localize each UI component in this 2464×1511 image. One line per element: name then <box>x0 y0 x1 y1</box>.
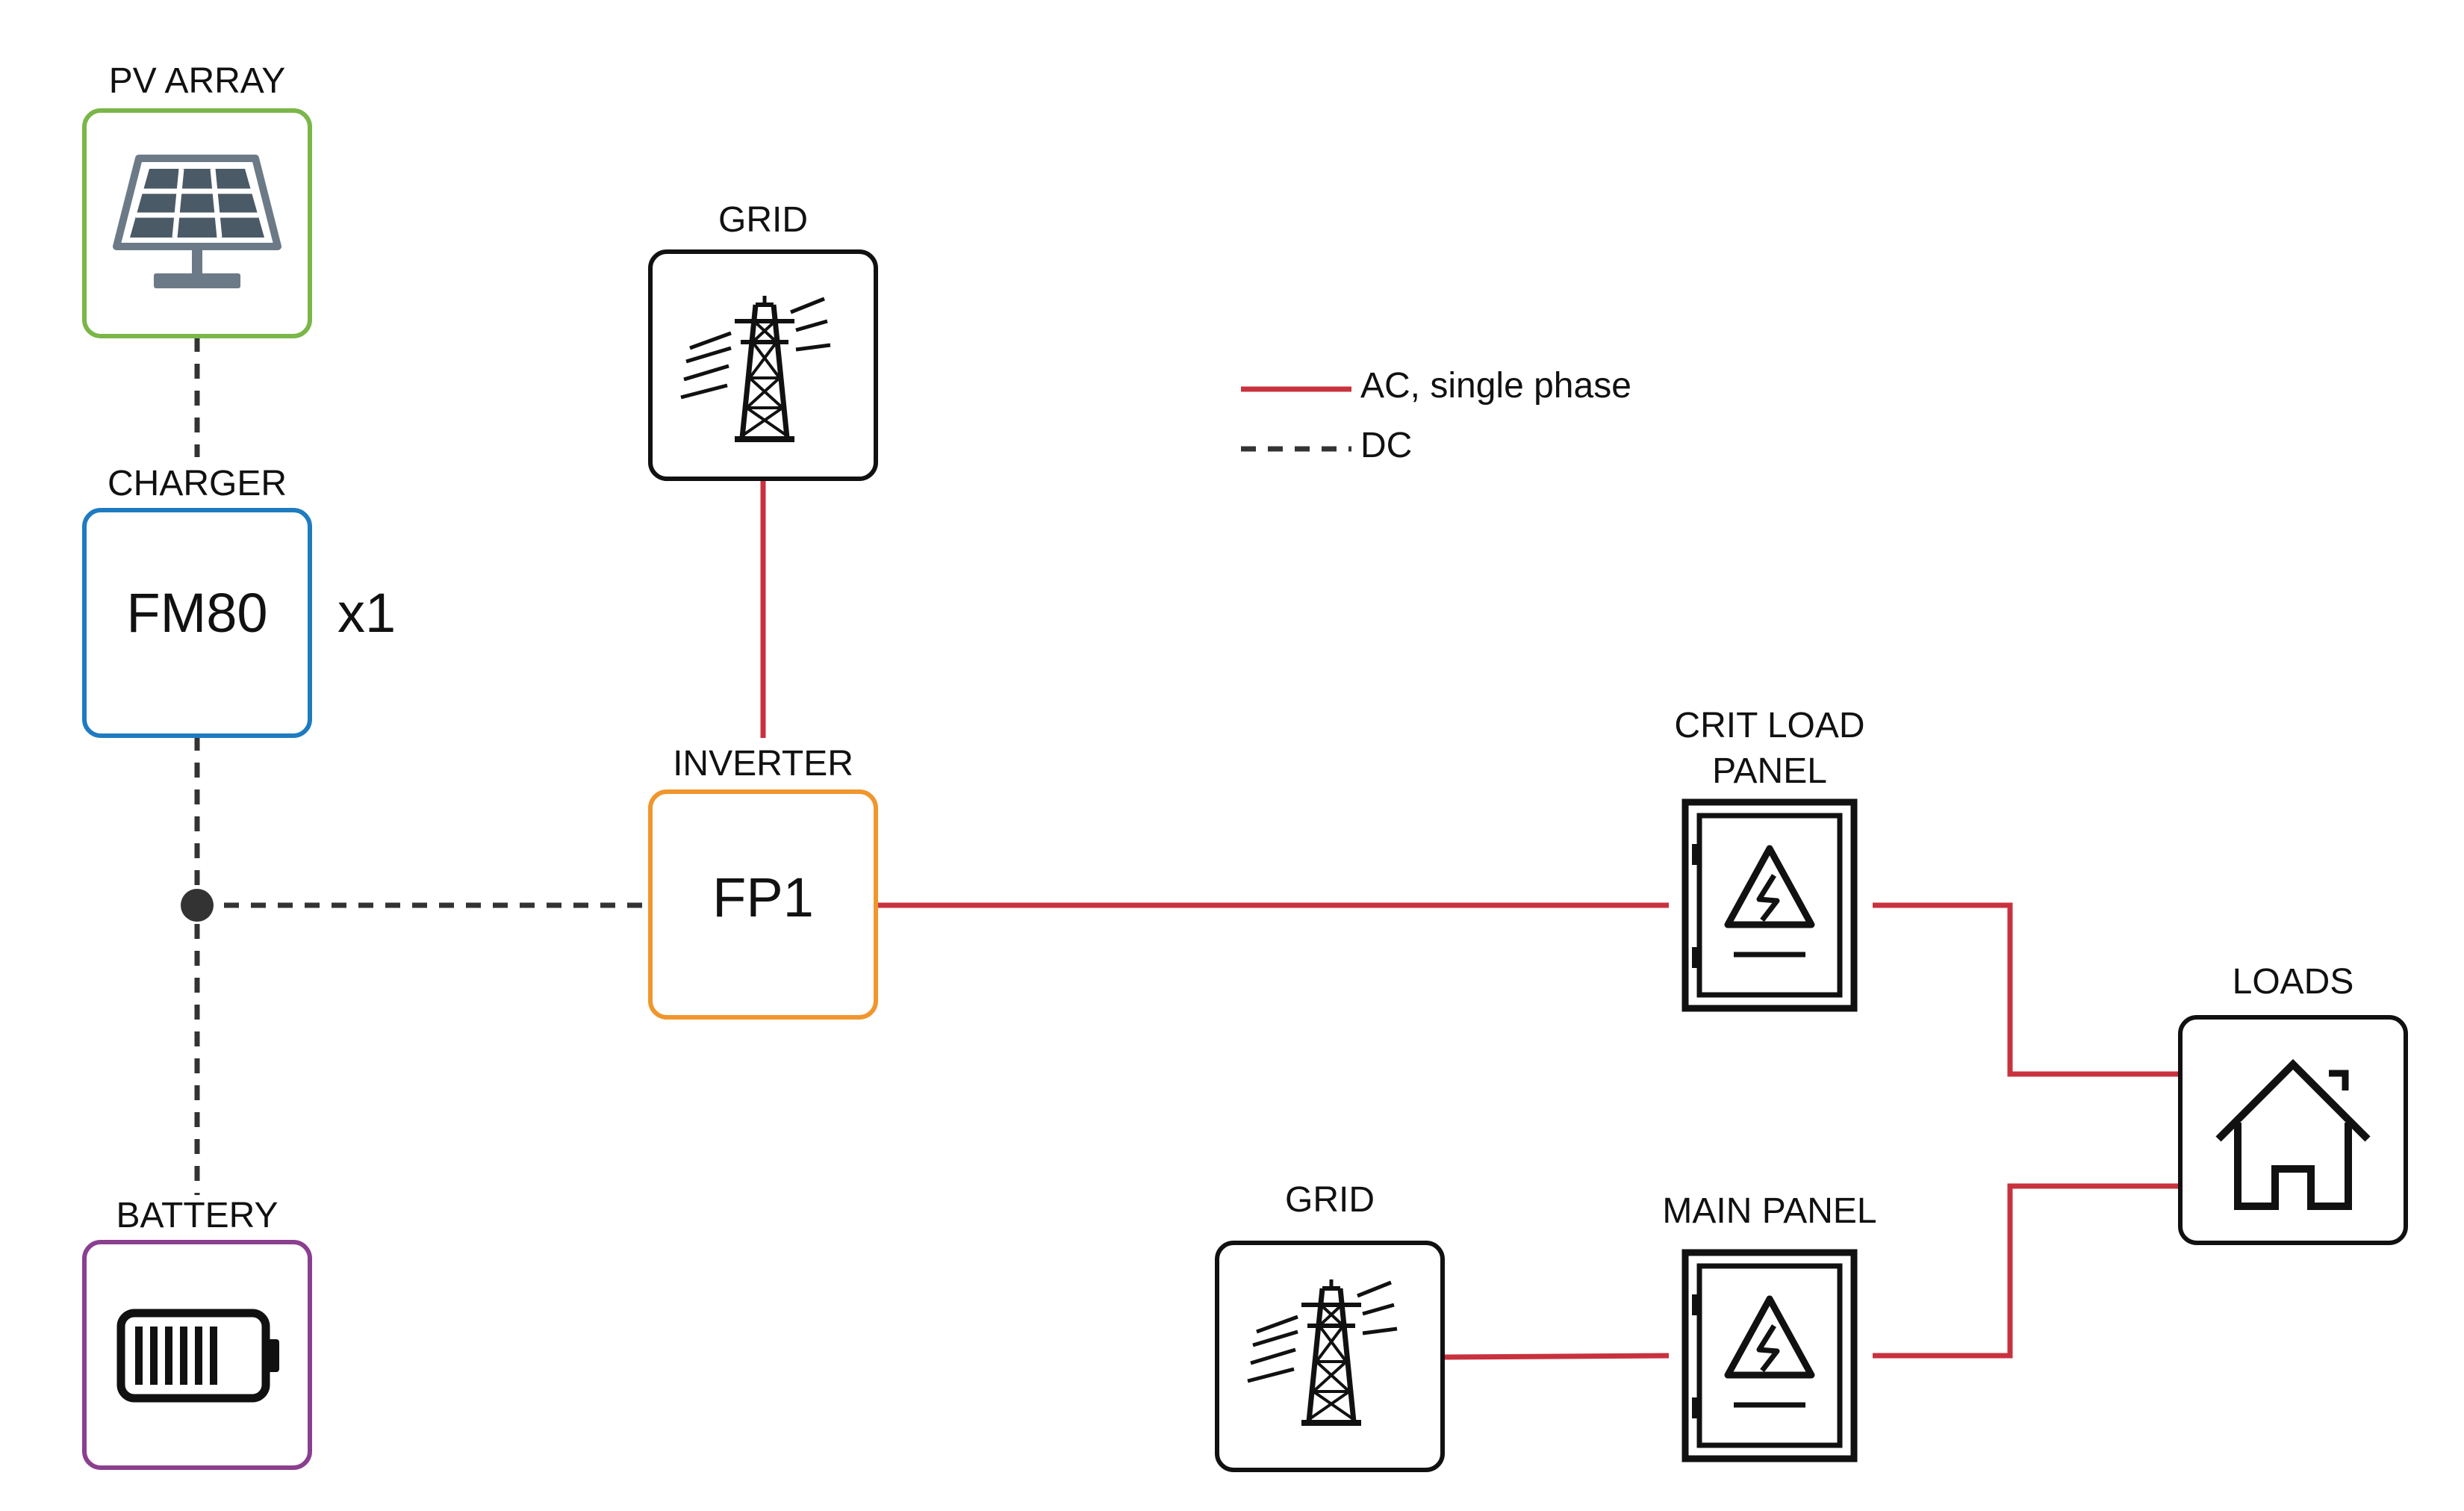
grid-bottom-node: GRID <box>1215 1180 1445 1472</box>
inverter-model: FP1 <box>712 866 814 928</box>
charger-model: FM80 <box>126 582 267 644</box>
grid-bottom-label: GRID <box>1285 1180 1375 1220</box>
pv-array-label: PV ARRAY <box>109 61 286 101</box>
legend-ac-label: AC, single phase <box>1360 366 1631 406</box>
pv-array-node: PV ARRAY <box>82 61 312 338</box>
legend: AC, single phase DC <box>1241 366 1631 465</box>
grid-bottom-box <box>1215 1241 1445 1472</box>
crit-load-panel-label-line2: PANEL <box>1712 751 1827 791</box>
charger-node: CHARGER FM80 x1 <box>82 464 396 738</box>
house-icon <box>2215 1058 2371 1210</box>
charger-label: CHARGER <box>108 464 287 503</box>
wires <box>181 337 2179 1360</box>
ac-wire-mainpanel-loads <box>1873 1183 2179 1359</box>
loads-box <box>2178 1015 2408 1245</box>
dc-junction-node <box>181 889 214 922</box>
crit-load-panel-label-line1: CRIT LOAD <box>1674 706 1864 745</box>
loads-node: LOADS <box>2178 962 2408 1245</box>
battery-label: BATTERY <box>116 1196 279 1235</box>
charger-quantity: x1 <box>337 582 396 644</box>
inverter-label: INVERTER <box>673 744 853 784</box>
legend-dc-label: DC <box>1360 426 1412 465</box>
ac-wire-grid-mainpanel <box>1443 1353 1670 1360</box>
grid-top-box <box>648 249 878 481</box>
inverter-box <box>648 789 878 1020</box>
solar-panel-icon <box>113 155 281 288</box>
electrical-panel-icon <box>1685 1253 1854 1459</box>
battery-icon <box>116 1309 279 1403</box>
electrical-panel-icon <box>1685 802 1854 1008</box>
grid-top-node: GRID <box>648 200 878 481</box>
crit-load-panel-node: CRIT LOAD PANEL <box>1674 706 1865 1008</box>
ac-wire-critpanel-loads <box>1873 902 2179 1077</box>
main-panel-node: MAIN PANEL <box>1662 1191 1877 1459</box>
grid-top-label: GRID <box>718 200 808 240</box>
charger-box <box>82 508 312 738</box>
battery-node: BATTERY <box>82 1196 312 1470</box>
loads-label: LOADS <box>2233 962 2354 1002</box>
inverter-node: INVERTER FP1 <box>648 744 878 1020</box>
main-panel-label: MAIN PANEL <box>1662 1191 1876 1231</box>
